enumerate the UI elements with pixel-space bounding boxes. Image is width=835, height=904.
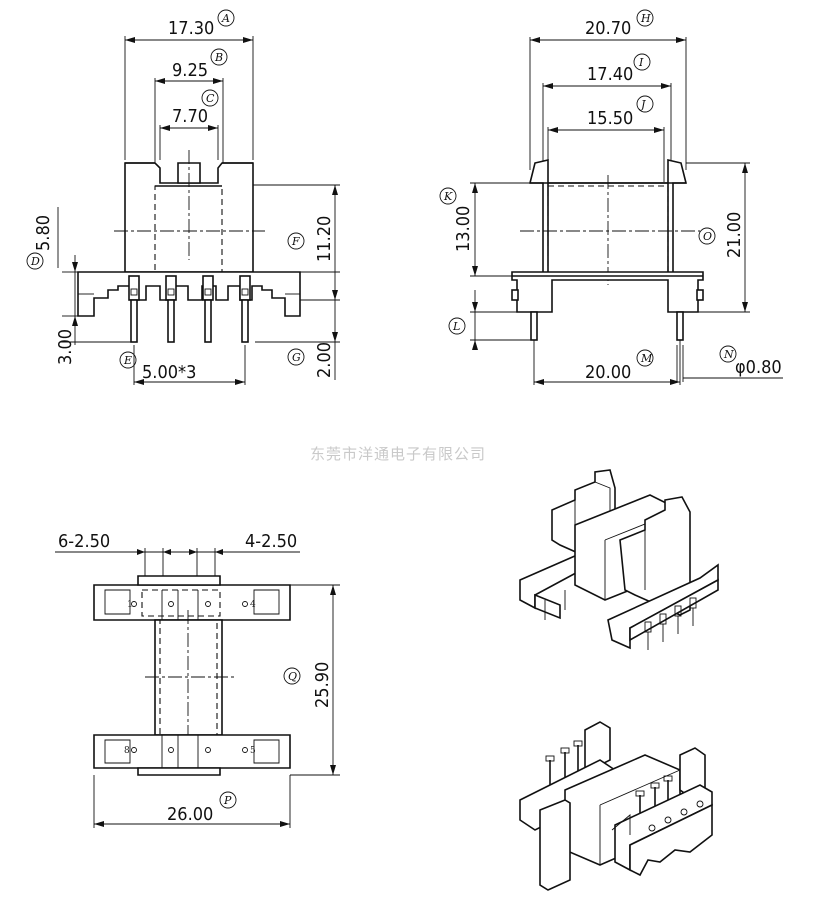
label-d: D	[30, 255, 40, 268]
company-watermark: 东莞市洋通电子有限公司	[310, 445, 486, 463]
dim-q: 25.90	[312, 662, 333, 708]
dim-m: 20.00	[585, 362, 631, 383]
label-a: A	[221, 12, 230, 25]
pin-1-label: 1	[127, 600, 133, 610]
dim-k: 13.00	[453, 206, 474, 252]
dim-right-pins: 4-2.50	[245, 531, 297, 552]
pin-8-label: 8	[124, 746, 130, 756]
label-l: L	[452, 320, 460, 333]
label-p: P	[223, 794, 232, 807]
dim-3: 3.00	[55, 329, 76, 365]
top-view: 6-2.50 4-2.50 1 4 8 5	[55, 531, 340, 828]
label-n: N	[723, 348, 734, 361]
dim-n: φ0.80	[735, 357, 782, 378]
dim-o: 21.00	[724, 212, 745, 258]
pin-4-label: 4	[250, 600, 256, 610]
label-b: B	[214, 51, 223, 64]
dim-b: 9.25	[172, 60, 208, 81]
dim-e: 5.00*3	[142, 362, 196, 383]
label-h: H	[640, 12, 651, 25]
dim-d: 5.80	[33, 215, 54, 251]
label-j: J	[639, 98, 646, 111]
isometric-view-bottom	[519, 721, 713, 891]
dim-f: 11.20	[314, 216, 335, 262]
label-q: Q	[288, 670, 297, 683]
dim-g: 2.00	[314, 342, 335, 378]
label-e: E	[123, 354, 132, 367]
dim-j: 15.50	[587, 108, 633, 129]
label-o: O	[703, 230, 712, 243]
dim-left-pins: 6-2.50	[58, 531, 110, 552]
dim-a: 17.30	[168, 18, 214, 39]
pin-5-label: 5	[250, 746, 256, 756]
isometric-view-top	[519, 469, 719, 650]
label-k: K	[443, 190, 453, 203]
side-view: 20.70 H 17.40 I 15.50 J 13.00 K	[439, 9, 783, 385]
label-c: C	[206, 92, 215, 105]
label-m: M	[640, 352, 653, 365]
dim-h: 20.70	[585, 18, 631, 39]
label-f: F	[291, 235, 300, 248]
dim-p: 26.00	[167, 804, 213, 825]
label-i: I	[638, 56, 644, 69]
front-view: 17.30 A 9.25 B 7.70 C	[26, 9, 340, 385]
label-g: G	[292, 351, 301, 364]
dim-i: 17.40	[587, 64, 633, 85]
dim-c: 7.70	[172, 106, 208, 127]
